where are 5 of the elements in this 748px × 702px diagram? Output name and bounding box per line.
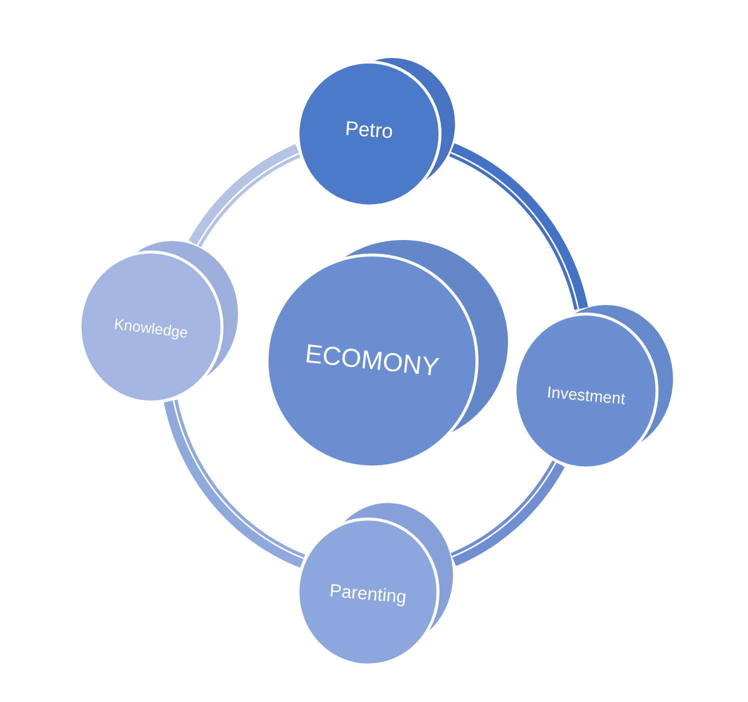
node-label: Investment <box>546 384 626 410</box>
node-label: ECOMONY <box>304 339 440 383</box>
node-label: Knowledge <box>113 316 189 342</box>
node-label: Petro <box>344 118 394 144</box>
node-label: Parenting <box>328 580 408 608</box>
